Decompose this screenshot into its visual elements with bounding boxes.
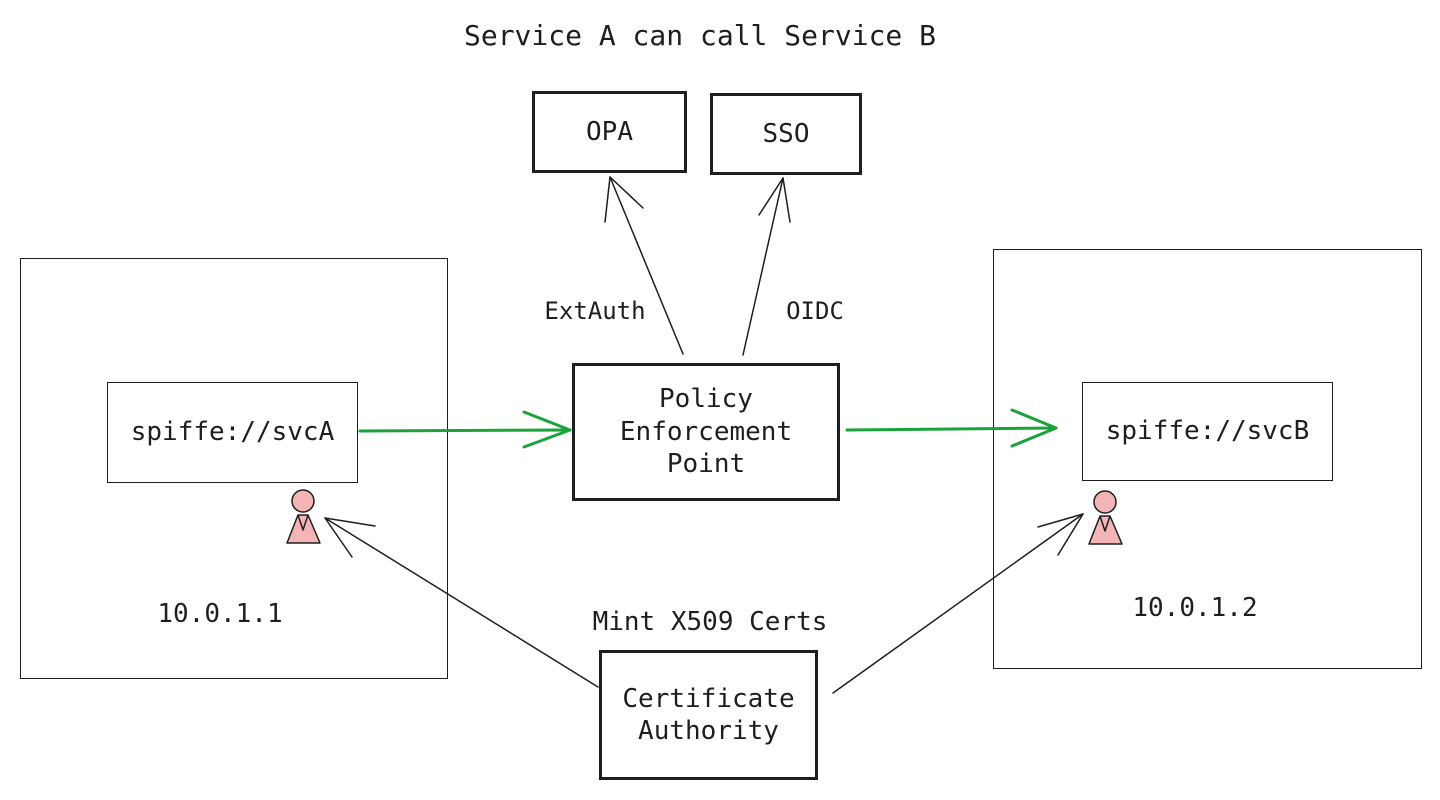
policy-enforcement-point-box: Policy Enforcement Point	[572, 363, 840, 501]
diagram-title: Service A can call Service B	[463, 19, 936, 52]
opa-box: OPA	[532, 91, 687, 173]
flow-arrow-svca-to-pep	[358, 410, 572, 449]
certificate-authority-box: Certificate Authority	[599, 650, 818, 780]
opa-label: OPA	[586, 116, 633, 147]
certificate-authority-label: Certificate Authority	[622, 683, 795, 747]
host-box-left	[20, 258, 448, 679]
svcb-label: spiffe://svcB	[1105, 416, 1310, 447]
svca-label: spiffe://svcA	[130, 417, 335, 448]
mint-certs-edge-label: Mint X509 Certs	[592, 607, 828, 637]
workload-identity-icon	[1088, 490, 1123, 545]
arrow-ca-to-svcb-identity	[832, 513, 1084, 694]
policy-enforcement-point-label: Policy Enforcement Point	[619, 384, 793, 480]
arrow-pep-to-sso	[742, 177, 791, 356]
workload-identity-icon	[286, 489, 321, 544]
sso-label: SSO	[762, 118, 810, 149]
extauth-edge-label: ExtAuth	[544, 297, 646, 325]
host-box-right	[993, 249, 1422, 669]
left-host-ip: 10.0.1.1	[157, 599, 283, 629]
flow-arrow-pep-to-svcb	[845, 408, 1058, 448]
oidc-edge-label: OIDC	[786, 297, 844, 325]
svca-workload-box: spiffe://svcA	[107, 382, 358, 483]
right-host-ip: 10.0.1.2	[1132, 593, 1258, 623]
arrow-ca-to-svca-identity	[324, 517, 599, 688]
sso-box: SSO	[710, 93, 862, 175]
arrow-pep-to-opa	[604, 176, 684, 355]
svcb-workload-box: spiffe://svcB	[1082, 382, 1333, 481]
